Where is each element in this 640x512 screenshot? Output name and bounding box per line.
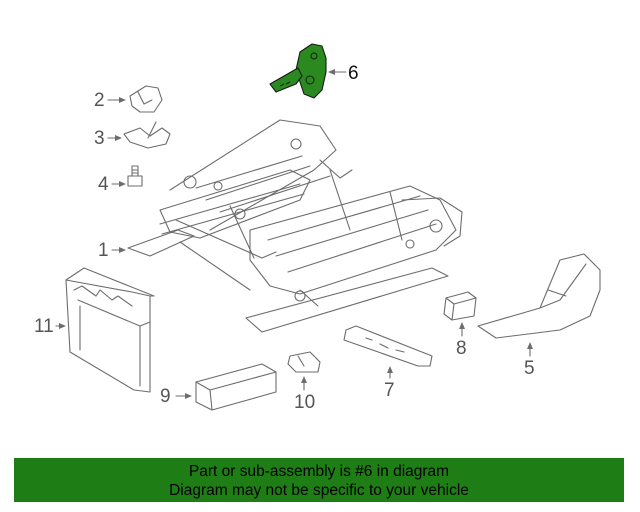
part-11-module[interactable] [65,267,155,393]
part-4-bolt[interactable] [127,165,143,187]
part-9-cover[interactable] [195,363,277,411]
callout-2[interactable]: 2 [94,90,105,111]
part-10-cap[interactable] [287,351,321,373]
callout-10[interactable]: 10 [294,392,316,413]
callout-3[interactable]: 3 [94,128,105,149]
callout-8[interactable]: 8 [456,338,467,359]
callout-11[interactable]: 11 [34,316,54,337]
part-3-bracket[interactable] [123,121,171,149]
callout-5[interactable]: 5 [524,358,535,379]
callout-7[interactable]: 7 [384,380,395,401]
callout-4[interactable]: 4 [98,174,109,195]
seat-frame[interactable] [127,119,463,333]
part-5-shield[interactable] [477,253,601,339]
banner-line-2: Diagram may not be specific to your vehi… [169,482,469,499]
part-6-bracket[interactable] [269,43,327,99]
callout-1[interactable]: 1 [98,240,109,261]
diagram-drawing [55,43,601,411]
notice-banner: Part or sub-assembly is #6 in diagram Di… [14,458,624,502]
part-8-switch[interactable] [443,291,477,321]
part-7-trim[interactable] [343,325,433,367]
callout-6[interactable]: 6 [348,63,359,84]
part-2-clip[interactable] [129,85,163,113]
parts-diagram: 6 2 3 4 1 11 9 10 7 8 5 [34,43,601,413]
callout-9[interactable]: 9 [160,386,171,407]
banner-line-1: Part or sub-assembly is #6 in diagram [188,463,450,480]
